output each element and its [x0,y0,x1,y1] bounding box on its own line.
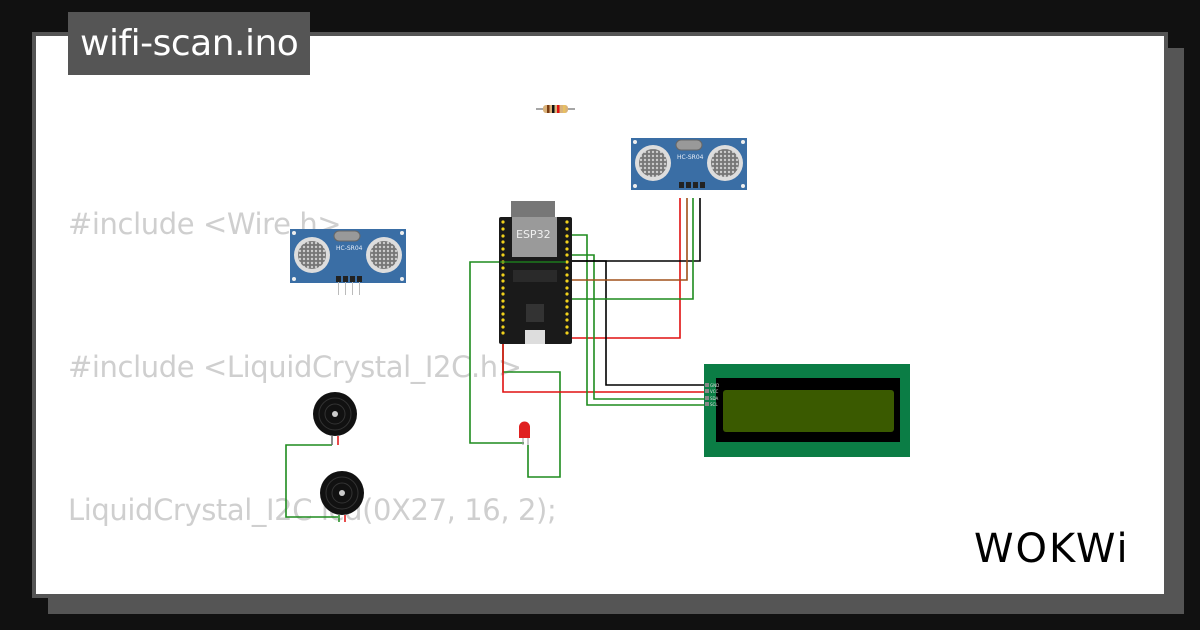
sensor-label: HC-SR04 [677,154,704,161]
file-title-tab[interactable]: wifi-scan.ino [68,12,311,75]
wire-green [469,261,524,444]
code-line: #include <LiquidCrystal_I2C.h> [68,349,522,384]
lcd-pin-sda: SDA [710,396,719,401]
ultrasonic-sensor[interactable]: HC-SR04 [290,229,406,295]
buzzer[interactable] [313,392,357,445]
esp32-label: ESP32 [516,228,551,241]
sensor-label: HC-SR04 [336,245,363,252]
wire-green [566,254,706,400]
lcd-pin-scl: SCL [710,402,718,407]
preview-panel: #include <Wire.h> #include <LiquidCrysta… [36,36,1164,594]
wire-red [502,338,706,393]
resistor[interactable] [536,105,575,113]
buzzer[interactable] [320,471,364,522]
ultrasonic-sensor[interactable]: HC-SR04 [631,138,747,190]
led[interactable] [519,421,530,445]
lcd-display[interactable]: GND VCC SDA SCL [704,364,910,457]
wire-black [566,198,701,262]
lcd-pin-vcc: VCC [710,389,719,394]
wire-brown [566,198,688,281]
wire-green [285,444,338,518]
wire-green [566,234,706,406]
wire-green [566,198,694,300]
wires [285,198,706,518]
wokwi-logo: WOKWi [974,526,1130,572]
esp32-board[interactable]: ESP32 [499,201,572,344]
lcd-pin-gnd: GND [710,383,719,388]
